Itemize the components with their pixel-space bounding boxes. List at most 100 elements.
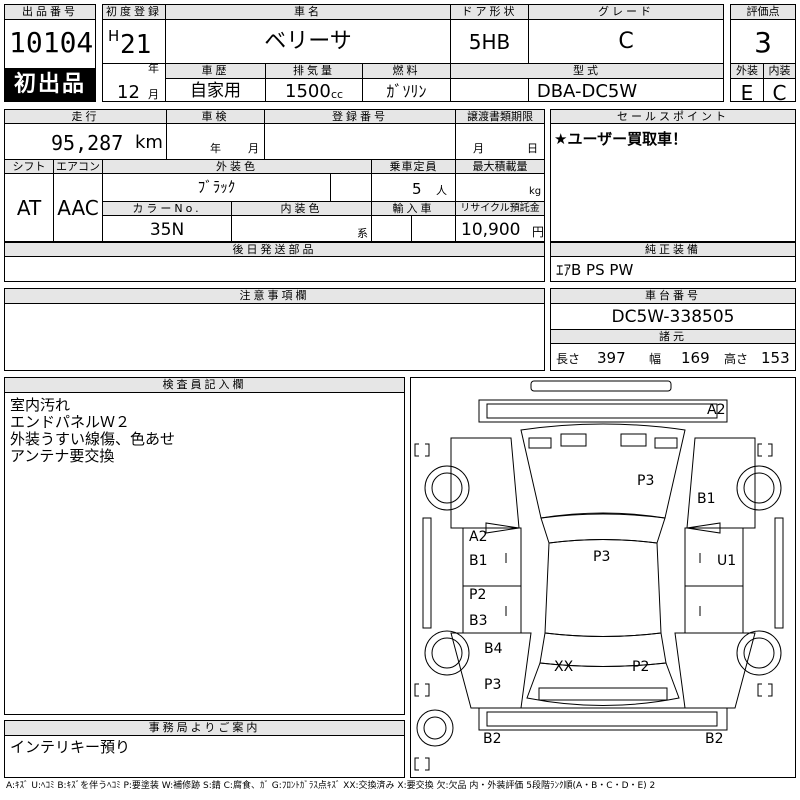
transfer-month-unit: 月 (473, 142, 484, 155)
recycle-label: リサイクル預託金 (456, 202, 544, 216)
inspector-label: 検査員記入欄 (5, 378, 404, 393)
chassis-number: DC5W-338505 (611, 307, 735, 327)
first-reg-month: 12 (117, 82, 140, 103)
air-conditioner: AAC (57, 196, 99, 220)
damage-mark: B4 (484, 641, 503, 657)
damage-mark: A2 (469, 529, 488, 545)
int-color-label: 内装色 (232, 202, 371, 216)
first-listing-badge: 初出品 (5, 68, 95, 101)
chassis-box: 車台番号 DC5W-338505 諸元 長さ 397 幅 169 高さ 153 (550, 288, 796, 371)
capacity-label: 乗車定員 (372, 160, 455, 174)
displacement-label: 排気量 (266, 64, 362, 79)
office-text: インテリキー預り (10, 738, 131, 756)
header-grid: 初度登録 車名 ドア形状 グレード H 21 年 ベリーサ 5HB C 車歴 排… (102, 4, 724, 102)
inspection-label: 車検 (167, 110, 264, 124)
capacity: 5 (412, 180, 422, 198)
car-name-label: 車名 (166, 5, 450, 20)
sales-point-box: セールスポイント ★ユーザー買取車！ (550, 109, 796, 242)
damage-mark: P2 (469, 587, 487, 603)
car-diagram: A2 P3 B1 A2 B1 P3 U1 P2 B3 B4 XX P2 P3 B… (410, 377, 796, 778)
later-parts-label: 後日発送部品 (5, 243, 544, 257)
insp-year-unit: 年 (210, 142, 221, 155)
history: 自家用 (190, 81, 241, 101)
caution-label: 注意事項欄 (5, 289, 544, 304)
score-label: 評価点 (731, 5, 795, 20)
damage-mark: B1 (469, 553, 488, 569)
first-listing-text: 初出品 (13, 72, 86, 97)
width-label: 幅 (649, 352, 662, 366)
grade-label: グレード (529, 5, 723, 20)
inspector-note-line: 室内汚れ (10, 396, 71, 414)
damage-mark: P3 (593, 549, 611, 565)
era-prefix: H (108, 27, 120, 45)
history-label: 車歴 (166, 64, 265, 79)
car-diagram-drawing (414, 380, 784, 771)
color-no-label: カラーNo. (103, 202, 231, 216)
inspector-note-line: エンドパネルＷ２ (10, 413, 131, 431)
damage-mark: U1 (717, 553, 737, 569)
displacement: 1500 (285, 81, 331, 102)
width: 169 (681, 349, 710, 367)
max-load-unit: kg (529, 186, 542, 197)
first-reg-label: 初度登録 (103, 5, 165, 20)
fuel-label: 燃料 (363, 64, 450, 79)
grade: C (618, 29, 634, 54)
spec-label: 諸元 (551, 330, 795, 344)
door-type: 5HB (468, 30, 511, 54)
damage-mark: B3 (469, 613, 488, 629)
inspector-box: 検査員記入欄 室内汚れ エンドパネルＷ２ 外装うすい線傷、色あせ アンテナ要交換 (4, 377, 405, 715)
max-load-label: 最大積載量 (456, 160, 544, 174)
damage-mark: B2 (483, 731, 502, 747)
int-score: C (772, 81, 787, 105)
mileage-unit: km (135, 132, 163, 153)
car-name: ベリーサ (264, 29, 352, 54)
lot-number-box: 出品番号 10104 初出品 (4, 4, 96, 102)
transfer-label: 譲渡書類期限 (456, 110, 544, 124)
recycle-unit: 円 (532, 225, 545, 239)
later-parts-box: 後日発送部品 (4, 242, 545, 282)
month-unit: 月 (148, 88, 159, 101)
height: 153 (761, 349, 790, 367)
damage-mark: P3 (637, 473, 655, 489)
shift-label: シフト (5, 160, 53, 174)
lot-number: 10104 (9, 26, 94, 59)
shift: AT (16, 196, 42, 220)
office-box: 事務局よりご案内 インテリキー預り (4, 720, 405, 778)
inspector-note-line: アンテナ要交換 (10, 447, 115, 465)
damage-mark: P2 (632, 659, 650, 675)
color-no: 35N (149, 220, 185, 240)
damage-mark: A2 (707, 402, 726, 418)
damage-mark: B1 (697, 491, 716, 507)
damage-mark: P3 (484, 677, 502, 693)
first-reg-year: 21 (120, 30, 152, 60)
inspector-notes: 室内汚れ エンドパネルＷ２ 外装うすい線傷、色あせ アンテナ要交換 (10, 397, 175, 465)
transfer-day-unit: 日 (527, 142, 538, 155)
int-color-unit: 系 (357, 227, 368, 240)
score-box: 評価点 3 外装 内装 E C (730, 4, 796, 105)
sales-point-label: セールスポイント (551, 110, 795, 124)
damage-mark: XX (554, 659, 574, 675)
damage-mark: B2 (705, 731, 724, 747)
int-score-label: 内装 (764, 64, 795, 79)
score: 3 (754, 26, 772, 59)
insp-month-unit: 月 (248, 142, 259, 155)
door-label: ドア形状 (451, 5, 528, 20)
legend: A:ｷｽﾞ U:ﾍｺﾐ B:ｷｽﾞを伴うﾍｺﾐ P:要塗装 W:補修跡 S:錆 … (6, 781, 656, 791)
ext-color-label: 外装色 (103, 160, 371, 174)
ext-color: ﾌﾞﾗｯｸ (197, 178, 236, 196)
ac-label: エアコン (54, 160, 102, 174)
capacity-unit: 人 (436, 184, 447, 197)
reg-no-label: 登録番号 (265, 110, 455, 124)
office-label: 事務局よりご案内 (5, 721, 404, 736)
recycle-amount: 10,900 (461, 220, 521, 240)
inspector-note-line: 外装うすい線傷、色あせ (10, 430, 176, 448)
model: DBA-DC5W (536, 81, 638, 102)
length: 397 (597, 349, 626, 367)
mileage: 95,287 (51, 131, 124, 155)
import-label: 輸入車 (372, 202, 455, 216)
mileage-label: 走行 (5, 110, 166, 124)
sales-point-text: ★ユーザー買取車！ (554, 130, 688, 148)
options-text: ｴｱB PS PW (556, 261, 634, 279)
caution-box: 注意事項欄 (4, 288, 545, 371)
ext-score: E (740, 81, 754, 105)
